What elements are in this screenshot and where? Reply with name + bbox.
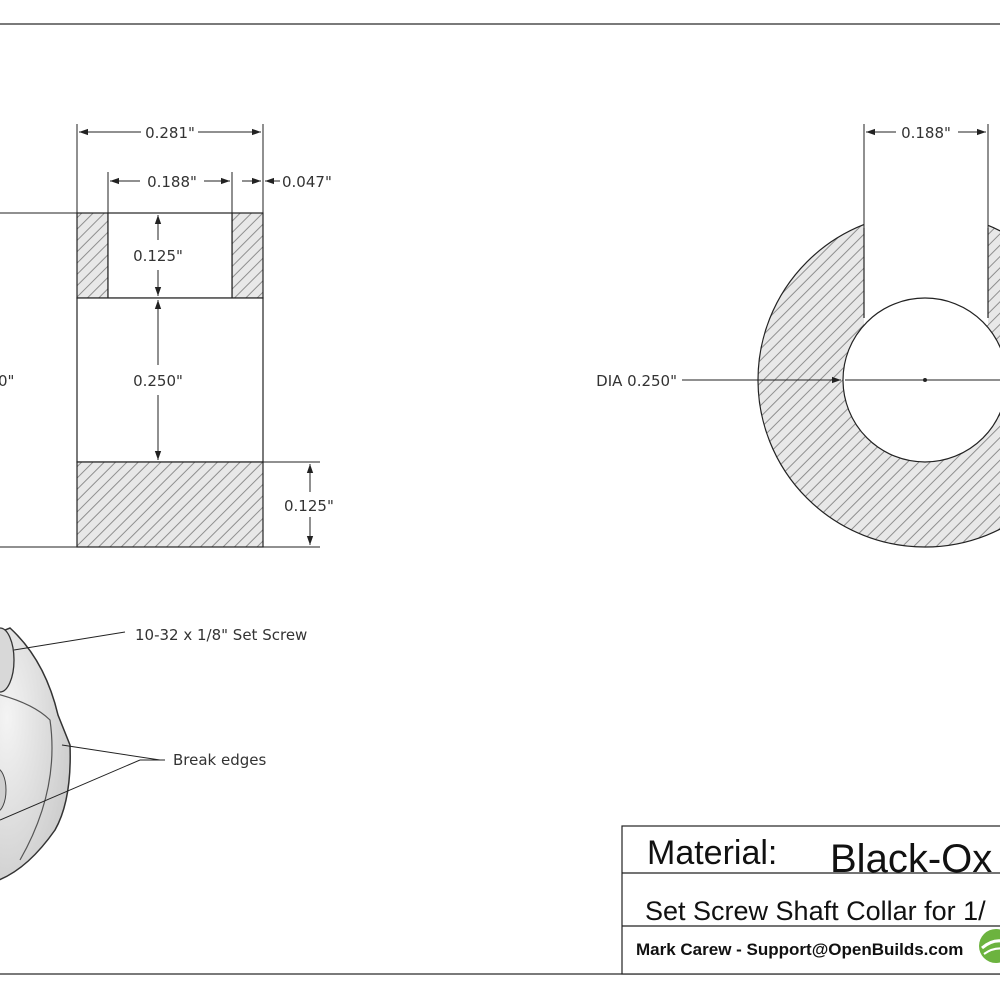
note-break-edges: Break edges [0, 744, 267, 821]
label-screw-depth: 0.125" [133, 247, 183, 265]
label-slot-width: 0.188" [901, 124, 951, 142]
drawing-title: Set Screw Shaft Collar for 1/ [645, 896, 986, 926]
openbuilds-logo-icon [979, 929, 1000, 963]
label-bore-height: 0.250" [133, 372, 183, 390]
label-bore-dia: DIA 0.250" [596, 372, 677, 390]
label-overall-height-partial: 0" [0, 372, 14, 390]
dim-bore-dia: DIA 0.250" [596, 372, 1000, 390]
dim-bore-height: 0.250" [133, 300, 183, 460]
sheet-border [0, 23, 1000, 975]
dim-overall-width: 0.281" [76, 124, 264, 213]
material-label: Material: [647, 834, 777, 872]
side-section-view [0, 212, 264, 548]
dim-slot-width: 0.188" [863, 124, 989, 230]
note-set-screw: 10-32 x 1/8" Set Screw [13, 626, 307, 651]
title-block: Material: Black-Ox Set Screw Shaft Colla… [621, 825, 1000, 975]
author-line: Mark Carew - Support@OpenBuilds.com [636, 940, 963, 959]
material-value: Black-Ox [830, 837, 992, 881]
label-bottom-wall: 0.125" [284, 497, 334, 515]
iso-view [0, 627, 71, 881]
label-wall: 0.047" [282, 173, 332, 191]
label-break-edges: Break edges [173, 751, 267, 769]
end-section-view [757, 190, 1000, 548]
label-set-screw: 10-32 x 1/8" Set Screw [135, 626, 307, 644]
label-overall-width: 0.281" [145, 124, 195, 142]
dim-screw-depth: 0.125" [133, 215, 183, 296]
label-screw-width: 0.188" [147, 173, 197, 191]
dim-bottom-wall: 0.125" [263, 461, 334, 548]
dim-screw-width: 0.188" 0.047" [107, 172, 332, 213]
